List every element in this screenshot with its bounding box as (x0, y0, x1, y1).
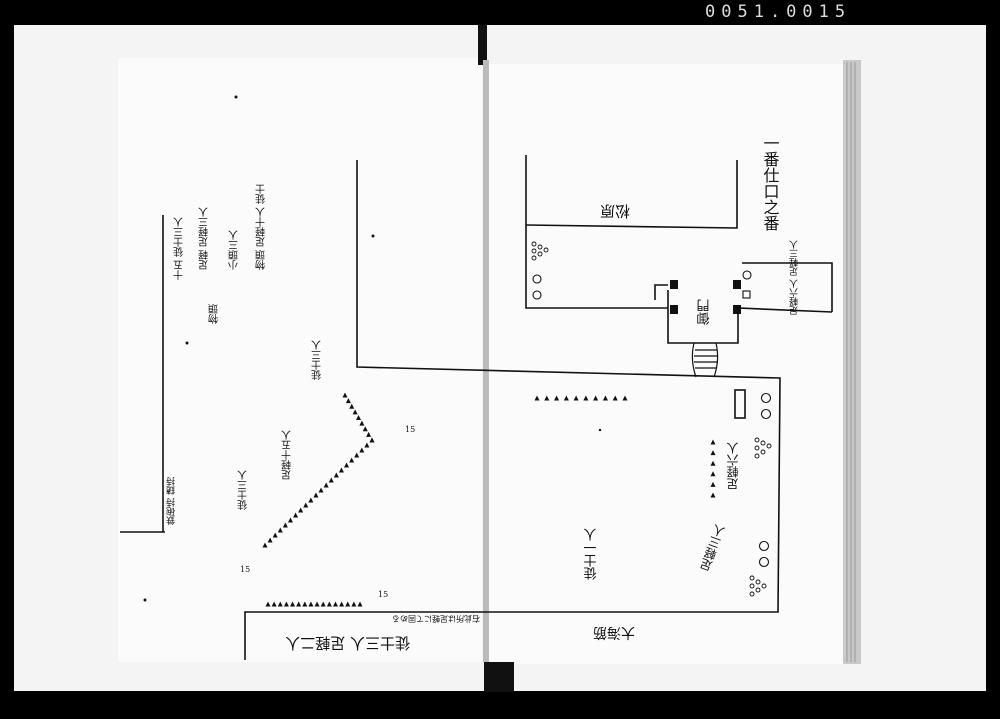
count-15-b: 15 (240, 565, 250, 574)
marker-triangle (308, 601, 314, 607)
label-left-list-3: 小頭三人 (229, 230, 241, 270)
marker-triangle (349, 457, 355, 463)
label-left-list-2: 足軽 足軽三人 (199, 207, 211, 270)
marker-triangle (314, 601, 320, 607)
marker-triangle (338, 467, 344, 473)
marker-triangle (710, 492, 716, 498)
marker-triangle (369, 437, 375, 443)
frame-number: 0051.0015 (705, 2, 852, 22)
marker-triangle (710, 481, 716, 487)
label-center-left-a: 徒士三人 (312, 340, 324, 381)
label-inner-box: 松原 (600, 202, 630, 220)
gate-posts (670, 280, 741, 314)
label-sea: 大海筋 (593, 624, 635, 641)
marker-triangle (333, 472, 339, 478)
count-15-a: 15 (405, 425, 415, 434)
marker-triangle (277, 527, 283, 533)
label-bottom-note: 右此所は足軽にて固める (392, 614, 480, 624)
marker-triangle (296, 601, 302, 607)
marker-triangle (351, 601, 357, 607)
marker-triangle (287, 517, 293, 523)
ink-specks (143, 95, 602, 602)
label-gate: 御門 (697, 298, 713, 325)
marker-triangle (339, 601, 345, 607)
marker-triangle (349, 403, 355, 409)
marker-triangle (354, 452, 360, 458)
label-footsoldiers-one: 徒士一人 (584, 528, 600, 580)
label-left-bottom-note: 鉄砲持 鑓持 (167, 476, 178, 526)
label-bottom-left-row: 徒士三人 足軽二人 (285, 634, 410, 652)
label-center-left-b: 徒士三人 (238, 470, 250, 511)
marker-triangle (710, 471, 716, 477)
label-right-title: 一番仕口之番 (761, 135, 780, 231)
marker-triangle (283, 601, 289, 607)
marker-triangle (271, 601, 277, 607)
marker-triangle (302, 601, 308, 607)
marker-triangle (282, 522, 288, 528)
marker-triangle (362, 426, 368, 432)
gutter-bottom (484, 662, 514, 692)
page-edge (843, 60, 861, 664)
label-left-list-4: 物頭 足軽十人 徒士 (256, 184, 268, 272)
bridge (691, 342, 719, 378)
marker-triangle (612, 395, 618, 401)
marker-triangle (364, 442, 370, 448)
marker-triangle (293, 512, 299, 518)
gutter-top (478, 25, 487, 65)
marker-triangle (344, 462, 350, 468)
marker-triangle (573, 395, 579, 401)
label-right-box-note: 足軽六人 足軽三人 (790, 240, 801, 315)
marker-triangle (366, 431, 372, 437)
marker-triangle (342, 392, 348, 398)
left-page (118, 58, 482, 662)
marker-triangle (593, 395, 599, 401)
map-lines (120, 155, 833, 660)
dot-clusters (531, 241, 772, 597)
marker-triangle (320, 601, 326, 607)
label-center-note: 足軽十五人 (282, 430, 294, 480)
marker-triangle (345, 601, 351, 607)
marker-triangle (318, 487, 324, 493)
marker-triangle (323, 482, 329, 488)
marker-triangle (622, 395, 628, 401)
marker-triangle (534, 395, 540, 401)
marker-triangle (298, 507, 304, 513)
marker-triangle (313, 492, 319, 498)
marker-triangle (277, 601, 283, 607)
marker-triangle (352, 409, 358, 415)
marker-triangle (265, 601, 271, 607)
gutter (483, 60, 489, 662)
marker-triangle (290, 601, 296, 607)
marker-triangle (326, 601, 332, 607)
circle-markers (532, 270, 772, 568)
marker-triangle (345, 398, 351, 404)
marker-triangle (332, 601, 338, 607)
marker-triangle (272, 532, 278, 538)
marker-triangle (710, 460, 716, 466)
marker-triangle (359, 447, 365, 453)
label-footsoldiers-a: 足軽六人 (726, 442, 740, 490)
marker-triangle (262, 542, 268, 548)
page-edge-lines (846, 62, 856, 662)
right-page (484, 64, 844, 664)
label-left-list-1: 十五 徒士三人 (174, 217, 186, 281)
triangle-markers (262, 392, 716, 607)
marker-triangle (328, 477, 334, 483)
marker-triangle (303, 502, 309, 508)
marker-triangle (544, 395, 550, 401)
label-left-list-5: 物頭 (209, 303, 221, 325)
marker-triangle (359, 420, 365, 426)
marker-triangle (356, 415, 361, 420)
marker-triangle (602, 395, 608, 401)
marker-triangle (308, 497, 314, 503)
marker-triangle (563, 395, 569, 401)
marker-triangle (267, 537, 273, 543)
marker-triangle (710, 450, 716, 456)
count-15-c: 15 (378, 590, 388, 599)
marker-triangle (554, 395, 560, 401)
marker-triangle (710, 439, 716, 445)
marker-triangle (357, 601, 363, 607)
marker-triangle (583, 395, 589, 401)
